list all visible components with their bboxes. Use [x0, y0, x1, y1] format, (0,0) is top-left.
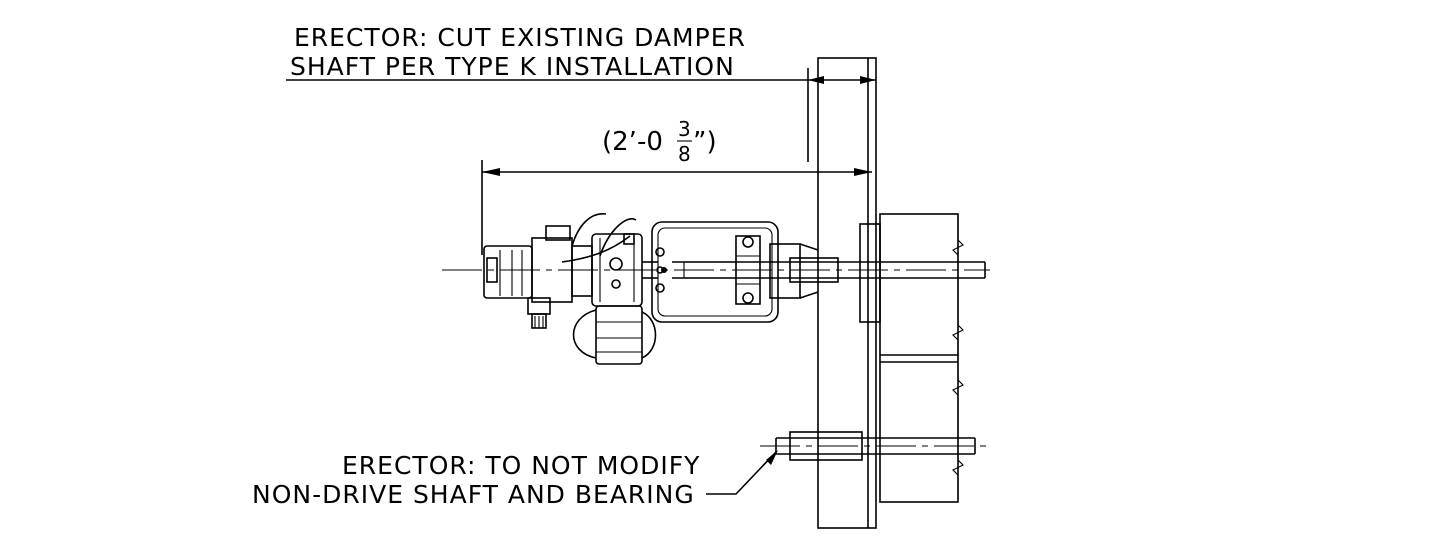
- drive-shaft: [442, 243, 990, 299]
- positioner-cap: [486, 257, 498, 283]
- dim-arrow-left: [482, 168, 500, 176]
- tube-fitting: [623, 233, 635, 245]
- bracket-bolt-2: [655, 283, 665, 293]
- bottom-note-line1: ERECTOR: TO NOT MODIFY: [342, 451, 700, 480]
- top-note-line2: SHAFT PER TYPE K INSTALLATION: [290, 52, 735, 81]
- bottom-note-leader: [706, 451, 777, 495]
- pneumatic-actuator: [483, 213, 664, 365]
- bottom-note-arrow: [766, 450, 778, 465]
- top-erector-note: ERECTOR: CUT EXISTING DAMPER SHAFT PER T…: [286, 23, 876, 162]
- dimension-numerator: 3: [678, 117, 691, 141]
- actuator-stop-screw: [611, 279, 621, 289]
- bottom-erector-note: ERECTOR: TO NOT MODIFY NON-DRIVE SHAFT A…: [252, 450, 778, 509]
- valve-top-port: [545, 225, 571, 241]
- overall-dimension: (2’-0 3 8 ”): [481, 117, 872, 255]
- cut-arrow-left: [808, 76, 824, 84]
- dimension-denominator: 8: [678, 142, 691, 166]
- bottom-note-line2: NON-DRIVE SHAFT AND BEARING: [252, 480, 695, 509]
- damper-frame: [817, 57, 964, 529]
- dimension-open: (2’-0: [602, 127, 663, 157]
- tube-1: [571, 213, 607, 247]
- tube-2: [599, 218, 637, 257]
- break-line: [952, 214, 964, 502]
- dimension-close: ”): [693, 127, 717, 157]
- spring-canister: [595, 305, 643, 365]
- flange-taper-bottom: [799, 291, 819, 299]
- actuator-bracket: [651, 221, 779, 323]
- dim-arrow-right: [854, 168, 872, 176]
- clamp-bolt-bottom: [742, 292, 754, 304]
- coupling-flange: [769, 243, 801, 299]
- actuator-pinion: [609, 257, 623, 271]
- frame-channel: [817, 57, 877, 529]
- flange-taper-top: [799, 243, 819, 251]
- bracket-bolt-1: [655, 247, 665, 257]
- top-note-line1: ERECTOR: CUT EXISTING DAMPER: [294, 23, 746, 52]
- bracket-inner: [657, 227, 773, 317]
- coupling-sleeve: [789, 257, 839, 283]
- air-hose-lower: [572, 309, 597, 359]
- bearing-plate: [859, 223, 881, 323]
- non-drive-shaft: [760, 431, 990, 461]
- bracket-outer: [651, 221, 779, 323]
- clamp-bolt-top: [742, 236, 754, 248]
- positioner-body: [483, 245, 533, 299]
- shaft-collar: [656, 266, 664, 274]
- adapter-block: [571, 245, 593, 297]
- tube-3: [561, 235, 631, 263]
- non-drive-bearing: [789, 431, 863, 461]
- linkage-rod: [683, 261, 737, 279]
- air-hose-right: [641, 311, 657, 359]
- damper-blade-housing: [879, 213, 959, 503]
